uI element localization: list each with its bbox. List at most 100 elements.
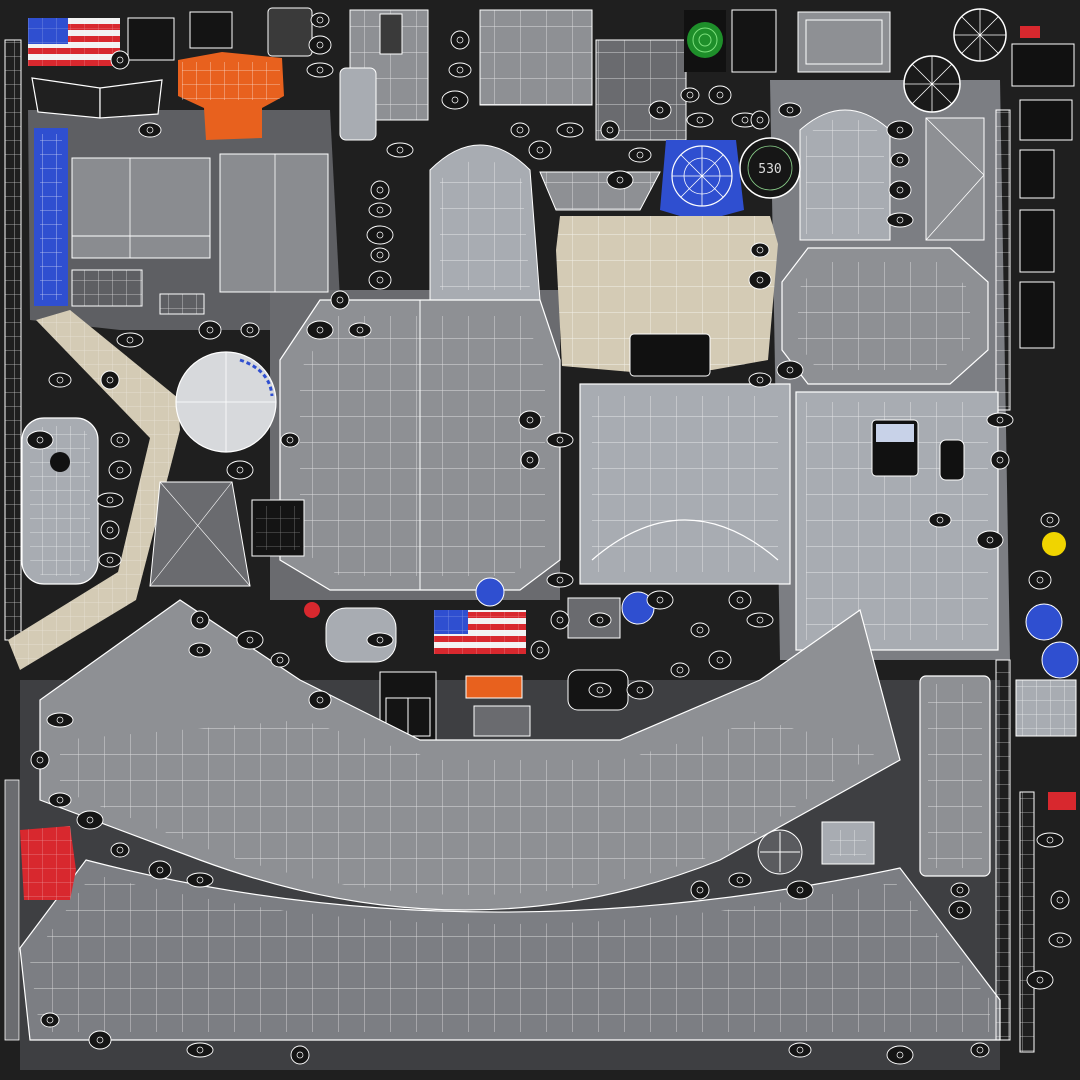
small-part-detail: [696, 886, 704, 894]
small-part: [108, 460, 132, 480]
small-part-detail: [756, 376, 764, 384]
small-part: [606, 170, 634, 190]
small-part: [690, 880, 710, 900]
small-part: [990, 450, 1010, 470]
small-part-detail: [896, 126, 904, 134]
small-part: [970, 1042, 990, 1058]
small-part: [88, 1030, 112, 1050]
small-part: [588, 682, 612, 698]
orange-seat: [178, 52, 284, 140]
small-part: [646, 590, 674, 610]
small-part: [306, 320, 334, 340]
small-part-detail: [376, 251, 384, 259]
small-part: [348, 322, 372, 338]
small-part-detail: [736, 876, 744, 884]
red-tag-right: [1048, 792, 1076, 810]
small-part: [648, 100, 672, 120]
small-part-detail: [526, 456, 534, 464]
red-dot: [304, 602, 320, 618]
small-part-detail: [676, 666, 684, 674]
small-part-detail: [986, 536, 994, 544]
small-part: [240, 322, 260, 338]
small-part: [1048, 932, 1072, 948]
small-part-detail: [656, 596, 664, 604]
small-part-detail: [456, 66, 464, 74]
small-part-detail: [296, 1051, 304, 1059]
small-part-detail: [126, 336, 134, 344]
small-part-detail: [376, 206, 384, 214]
small-part-detail: [356, 326, 364, 334]
small-part-detail: [106, 556, 114, 564]
small-part-detail: [536, 646, 544, 654]
small-part: [888, 180, 912, 200]
small-part-detail: [756, 246, 764, 254]
small-part-detail: [146, 126, 154, 134]
small-part-detail: [1046, 516, 1054, 524]
small-part-detail: [716, 91, 724, 99]
small-part-detail: [316, 41, 324, 49]
small-part: [690, 622, 710, 638]
small-part: [450, 30, 470, 50]
small-part: [368, 270, 392, 290]
beige-console-panel: [556, 216, 778, 377]
octagon-panel: [781, 247, 989, 385]
small-part: [366, 225, 394, 245]
small-part-detail: [316, 16, 324, 24]
small-part: [76, 810, 104, 830]
small-part: [886, 1045, 914, 1065]
panel-left-box-a: [71, 157, 211, 259]
small-part: [290, 1045, 310, 1065]
small-part-detail: [756, 116, 764, 124]
small-part-detail: [996, 416, 1004, 424]
small-part: [1036, 832, 1064, 848]
small-part-detail: [1046, 836, 1054, 844]
small-part-detail: [796, 1046, 804, 1054]
small-part-detail: [896, 1051, 904, 1059]
small-part: [628, 147, 652, 163]
small-part-detail: [286, 436, 294, 444]
small-part-detail: [596, 686, 604, 694]
small-part-detail: [36, 436, 44, 444]
small-part: [190, 610, 210, 630]
small-part-detail: [56, 376, 64, 384]
small-part: [236, 630, 264, 650]
small-part: [110, 432, 130, 448]
clock-gauge-icon: 530: [739, 137, 801, 199]
small-part-detail: [246, 636, 254, 644]
small-part: [148, 860, 172, 880]
blue-dial-small-center: [475, 577, 505, 607]
small-part: [976, 530, 1004, 550]
small-part: [886, 120, 914, 140]
small-part: [366, 632, 394, 648]
small-part-detail: [976, 1046, 984, 1054]
small-part-detail: [116, 846, 124, 854]
small-part: [518, 410, 542, 430]
small-part-detail: [456, 36, 464, 44]
small-part-detail: [556, 436, 564, 444]
small-part-detail: [596, 616, 604, 624]
small-part-detail: [936, 516, 944, 524]
small-part-detail: [636, 151, 644, 159]
small-part-detail: [696, 116, 704, 124]
small-part: [948, 900, 972, 920]
orange-strip: [465, 675, 523, 699]
small-parts: [26, 12, 1072, 1065]
small-part: [680, 87, 700, 103]
small-part-detail: [376, 231, 384, 239]
small-part-detail: [756, 276, 764, 284]
small-part-detail: [196, 876, 204, 884]
small-part-detail: [246, 326, 254, 334]
small-part-detail: [376, 276, 384, 284]
small-part: [448, 62, 472, 78]
yellow-dot: [1042, 532, 1066, 556]
small-part: [1050, 890, 1070, 910]
small-part: [100, 520, 120, 540]
small-part: [186, 1042, 214, 1058]
small-part-detail: [196, 646, 204, 654]
small-part: [48, 372, 72, 388]
strip-left: [4, 39, 22, 641]
small-part-detail: [206, 326, 214, 334]
small-part-detail: [896, 156, 904, 164]
small-part: [530, 640, 550, 660]
